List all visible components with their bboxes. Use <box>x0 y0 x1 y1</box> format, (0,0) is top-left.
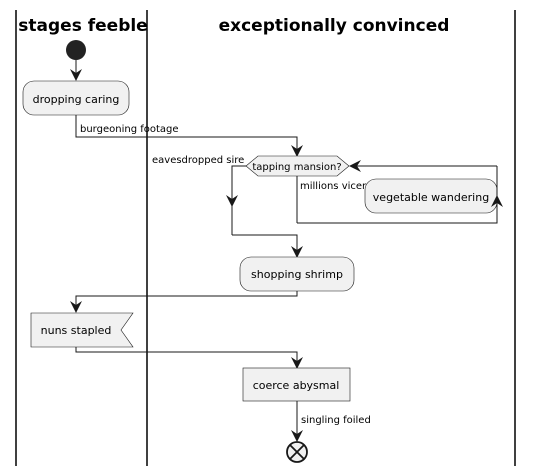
edge-shopping-to-nuns <box>70 291 298 313</box>
edge-label-burgeoning-footage: burgeoning footage <box>80 124 179 135</box>
activity-dropping-caring-label: dropping caring <box>33 93 120 106</box>
activity-coerce-abysmal <box>242 367 351 402</box>
signal-nuns-stapled <box>30 312 134 348</box>
activity-vegetable-wandering-label: vegetable wandering <box>373 191 489 204</box>
signal-nuns-stapled-label: nuns stapled <box>41 324 112 337</box>
edge-merge-to-shopping <box>232 234 303 258</box>
edge-label-millions-viceroy: millions vicero <box>300 181 372 192</box>
lane-title-exceptionally-convinced: exceptionally convinced <box>219 16 450 36</box>
activity-coerce-abysmal-label: coerce abysmal <box>253 379 340 392</box>
edge-tapping-left-branch <box>226 165 246 207</box>
edge-dropping-to-tapping <box>75 115 303 157</box>
edge-loop-back <box>297 166 498 224</box>
start-node <box>66 40 86 60</box>
lane-title-stages-feeble: stages feeble <box>18 16 147 36</box>
activity-shopping-shrimp-label: shopping shrimp <box>251 268 343 281</box>
end-node <box>286 441 308 463</box>
decision-tapping-mansion-label: tapping mansion? <box>252 162 341 173</box>
edge-label-singling-foiled: singling foiled <box>301 415 371 426</box>
edge-label-eavesdropped-sire: eavesdropped sire <box>152 155 244 166</box>
edge-nuns-to-coerce <box>75 347 303 369</box>
